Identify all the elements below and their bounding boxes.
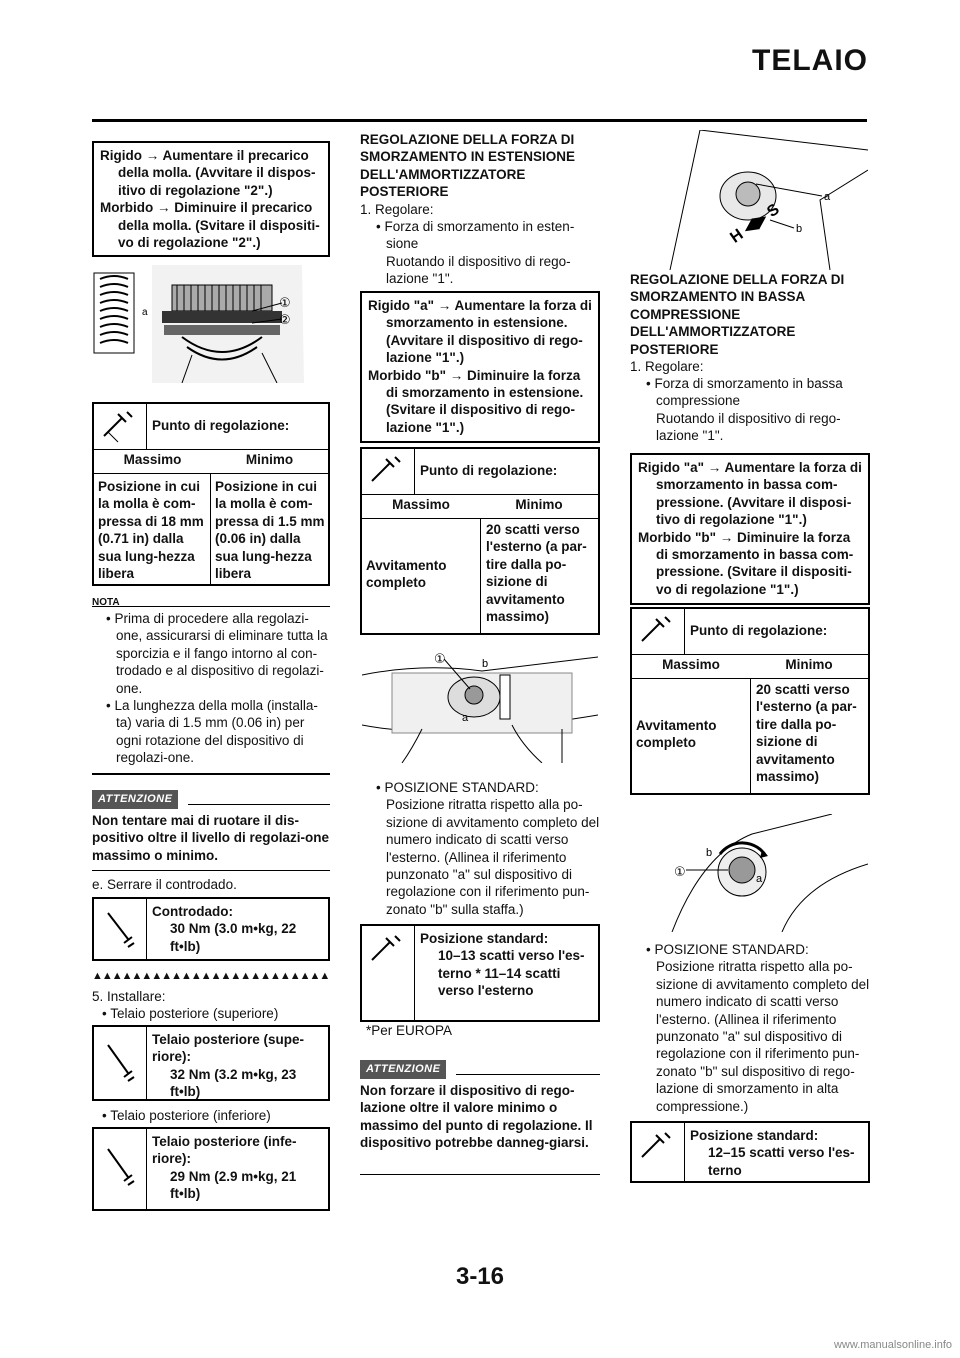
wrench-icon: [632, 609, 685, 654]
wrench-icon: [632, 1123, 685, 1181]
svg-text:①: ①: [674, 865, 686, 880]
spec-value: 10–13 scatti verso l'es-terno * 11–14 sc…: [438, 948, 585, 999]
wrench-icon: [94, 404, 147, 449]
col-min: Minimo: [785, 657, 833, 672]
box-line-soft: Morbido → Diminuire il precarico della m…: [100, 200, 320, 251]
box-line-stiff: Rigido "a" → Aumentare la forza di smorz…: [368, 298, 592, 366]
table-heading: Punto di regolazione:: [420, 463, 558, 478]
attention-text: Non tentare mai di ruotare il dis-positi…: [92, 813, 330, 863]
bullet-1: • Forza di smorzamento in bassa compress…: [646, 376, 843, 444]
header-rule: [92, 119, 867, 122]
nota-item-2: • La lunghezza della molla (installa-ta)…: [106, 698, 318, 766]
step-5: 5. Installare:: [92, 989, 166, 1004]
max-value: Avvitamento completo: [366, 558, 447, 591]
svg-text:a: a: [756, 873, 763, 885]
box-line-stiff: Rigido "a" → Aumentare la forza di smorz…: [638, 460, 862, 528]
spec-title: Telaio posteriore (supe-riore):: [152, 1032, 305, 1065]
bullet-inferiore: • Telaio posteriore (inferiore): [102, 1108, 271, 1123]
nota-label: NOTA: [92, 597, 120, 608]
max-value: Avvitamento completo: [636, 718, 717, 751]
table-heading: Punto di regolazione:: [690, 623, 828, 638]
spec-rebound-standard: Posizione standard: 10–13 scatti verso l'…: [360, 924, 600, 1022]
spec-title: Posizione standard:: [420, 931, 549, 946]
fig-label-2: ②: [279, 313, 291, 328]
spec-value: 30 Nm (3.0 m•kg, 22 ft•lb): [170, 921, 297, 954]
col-min: Minimo: [245, 452, 294, 467]
std-position-text: • POSIZIONE STANDARD: Posizione ritratta…: [646, 942, 870, 1114]
nota-list: • Prima di procedere alla regolazi-one, …: [92, 610, 330, 767]
spec-compression-standard: Posizione standard: 12–15 scatti verso l'…: [630, 1121, 870, 1183]
rebound-adjuster-figure: ① b a: [362, 652, 598, 763]
bullet-superiore: • Telaio posteriore (superiore): [102, 1006, 279, 1021]
svg-text:b: b: [796, 223, 802, 235]
svg-text:b: b: [706, 847, 712, 859]
rebound-range-table: Punto di regolazione: Massimo Minimo Avv…: [360, 447, 600, 635]
nota-item-1: • Prima di procedere alla regolazi-one, …: [106, 611, 328, 696]
min-value: 20 scatti verso l'esterno (a par-tire da…: [756, 682, 857, 785]
rebound-adjust-box: Rigido "a" → Aumentare la forza di smorz…: [360, 291, 600, 443]
section-heading-rebound: REGOLAZIONE DELLA FORZA DI SMORZAMENTO I…: [360, 132, 576, 200]
col-max: Massimo: [123, 452, 182, 467]
svg-text:①: ①: [434, 652, 446, 667]
torque-wrench-icon: [94, 899, 147, 959]
spec-superiore: Telaio posteriore (supe-riore):32 Nm (3.…: [92, 1025, 330, 1101]
spec-value: 12–15 scatti verso l'es-terno: [708, 1145, 855, 1178]
svg-text:b: b: [482, 658, 488, 670]
compression-adjust-box: Rigido "a" → Aumentare la forza di smorz…: [630, 453, 870, 605]
step-1: 1. Regolare:: [630, 359, 704, 374]
spring-range-table: Punto di regolazione: Massimo Minimo Pos…: [92, 402, 330, 586]
page-title: TELAIO: [752, 44, 868, 77]
fig-label-a: a: [142, 307, 148, 318]
min-value: Posizione in cui la molla è com-pressa d…: [215, 479, 325, 582]
svg-text:a: a: [462, 712, 469, 724]
spec-title: Controdado:: [152, 904, 233, 919]
compression-adjuster-figure: ① b a: [671, 814, 868, 932]
spec-value: 29 Nm (2.9 m•kg, 21 ft•lb): [170, 1168, 297, 1202]
spec-inferiore: Telaio posteriore (infe-riore):29 Nm (2.…: [92, 1127, 330, 1211]
col-max: Massimo: [392, 497, 450, 512]
torque-wrench-icon: [94, 1027, 147, 1099]
wrench-icon: [362, 926, 415, 1020]
step-e: e. Serrare il controdado.: [92, 877, 237, 892]
fig-label-1: ①: [279, 296, 291, 311]
spring-preload-figure: a ① ②: [93, 265, 304, 383]
page-number: 3-16: [455, 1263, 505, 1290]
svg-text:a: a: [824, 191, 831, 203]
std-position-text: • POSIZIONE STANDARD: Posizione ritratta…: [376, 780, 600, 917]
table-heading: Punto di regolazione:: [152, 418, 290, 433]
max-value: Posizione in cui la molla è com-pressa d…: [98, 479, 204, 582]
section-heading-compression: REGOLAZIONE DELLA FORZA DI SMORZAMENTO I…: [630, 272, 845, 357]
attention-badge: ATTENZIONE: [360, 1060, 447, 1080]
box-line-soft: Morbido "b" → Diminuire la forza di smor…: [638, 529, 854, 597]
step-1: 1. Regolare:: [360, 202, 434, 217]
compression-adjuster-figure-top: H ◀▶ S a b: [669, 130, 868, 270]
min-value: 20 scatti verso l'esterno (a par-tire da…: [486, 522, 587, 625]
watermark-url[interactable]: www.manualsonline.info: [833, 1338, 952, 1351]
spec-controdado: Controdado: 30 Nm (3.0 m•kg, 22 ft•lb): [92, 897, 330, 961]
wrench-icon: [362, 449, 415, 494]
spec-value: 32 Nm (3.2 m•kg, 23 ft•lb): [170, 1066, 297, 1100]
attention-text: Non forzare il dispositivo di rego-lazio…: [360, 1083, 593, 1151]
col-max: Massimo: [662, 657, 720, 672]
spec-title: Telaio posteriore (infe-riore):: [152, 1134, 297, 1167]
box-line-stiff: Rigido → Aumentare il precarico della mo…: [100, 148, 316, 198]
compression-range-table: Punto di regolazione: Massimo Minimo Avv…: [630, 607, 870, 795]
box-line-soft: Morbido "b" → Diminuire la forza di smor…: [368, 367, 584, 435]
torque-wrench-icon: [94, 1129, 147, 1209]
col-min: Minimo: [515, 497, 563, 512]
spec-title: Posizione standard:: [690, 1128, 819, 1143]
attention-badge: ATTENZIONE: [92, 790, 179, 810]
footnote: *Per EUROPA: [366, 1023, 453, 1038]
triangle-separator: ▲▲▲▲▲▲▲▲▲▲▲▲▲▲▲▲▲▲▲▲▲▲▲▲▲▲: [92, 970, 330, 982]
spring-adjust-box: Rigido → Aumentare il precarico della mo…: [92, 141, 330, 257]
